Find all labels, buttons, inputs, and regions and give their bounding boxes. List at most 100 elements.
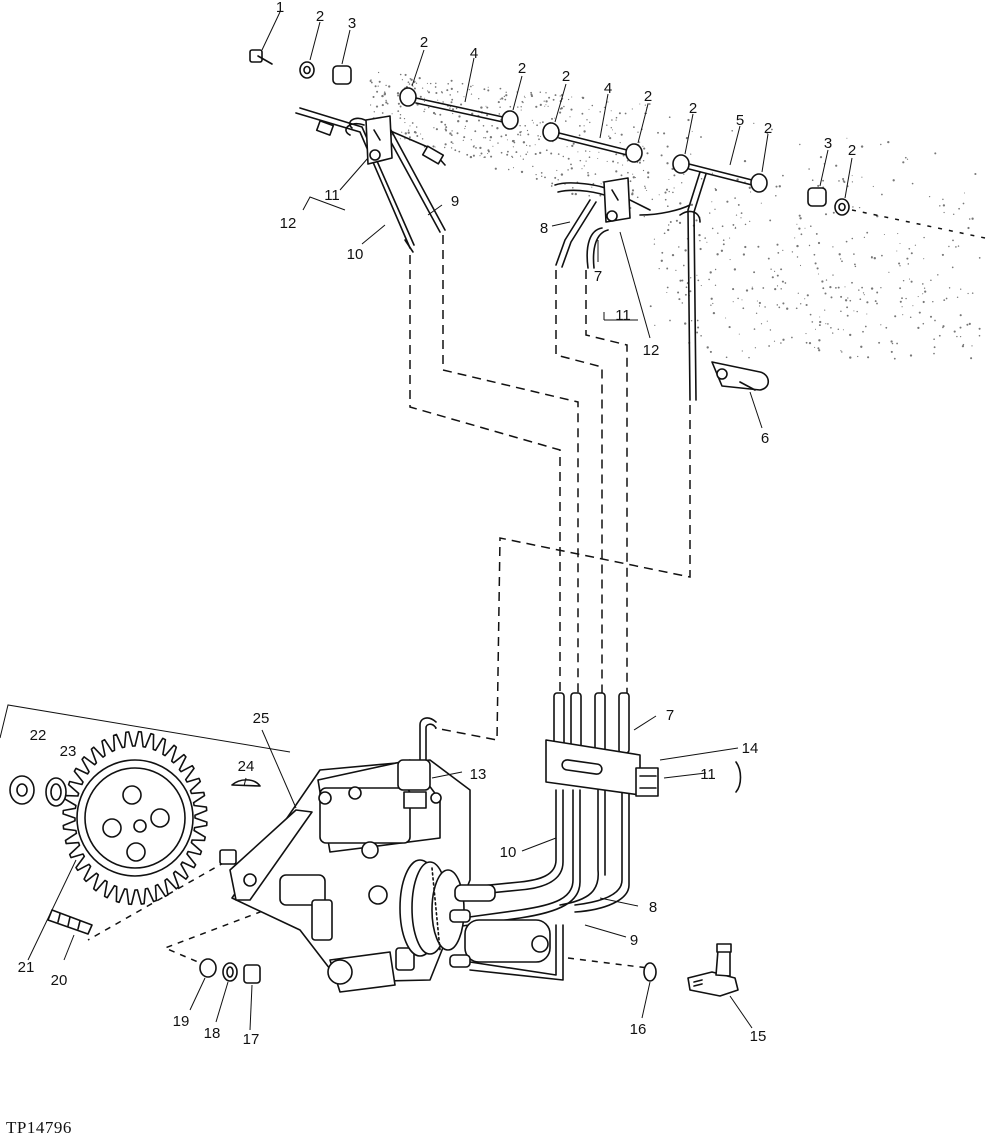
stipple-dot — [505, 94, 508, 97]
stipple-dot — [859, 298, 862, 301]
stipple-dot — [729, 237, 731, 239]
stipple-dot — [945, 297, 948, 300]
stipple-dot — [797, 292, 799, 294]
stipple-dot — [620, 174, 623, 177]
stipple-dot — [643, 147, 646, 150]
stipple-dot — [896, 250, 898, 252]
stipple-dot — [810, 225, 812, 227]
stipple-dot — [740, 212, 743, 214]
stipple-dot — [544, 176, 546, 179]
stipple-dot — [591, 186, 593, 188]
rod-4-middle — [542, 122, 643, 163]
stipple-dot — [967, 226, 970, 230]
stipple-dot — [479, 155, 481, 157]
stipple-dot — [863, 236, 866, 239]
stipple-dot — [899, 287, 902, 290]
stipple-dot — [581, 96, 585, 100]
stipple-dot — [894, 315, 897, 318]
stipple-dot — [447, 82, 450, 85]
stipple-dot — [902, 161, 905, 164]
stipple-dot — [753, 122, 755, 124]
stipple-dot — [501, 97, 504, 100]
stipple-dot — [714, 268, 717, 271]
stipple-dot — [697, 279, 700, 282]
callout-9: 9 — [630, 932, 638, 949]
stipple-dot — [451, 108, 455, 111]
stipple-dot — [479, 146, 482, 150]
stipple-dot — [556, 169, 558, 172]
stipple-dot — [714, 284, 717, 286]
stipple-dot — [909, 354, 913, 357]
nut-17 — [243, 964, 261, 984]
stipple-dot — [487, 150, 490, 153]
stipple-dot — [559, 108, 562, 110]
stipple-dot — [472, 84, 474, 86]
stipple-dot — [491, 124, 493, 127]
stipple-dot — [522, 141, 526, 144]
stipple-dot — [490, 155, 493, 158]
stipple-dot — [559, 95, 561, 97]
stipple-dot — [534, 152, 537, 156]
stipple-dot — [583, 165, 585, 167]
stipple-dot — [750, 191, 752, 193]
stipple-dot — [544, 105, 546, 107]
stipple-dot — [780, 288, 782, 290]
stipple-dot — [881, 193, 883, 196]
callout-12: 12 — [643, 342, 660, 359]
stipple-dot — [450, 141, 453, 144]
stipple-dot — [452, 142, 454, 145]
stipple-dot — [432, 111, 436, 115]
clip-6 — [711, 361, 770, 391]
stipple-dot — [874, 300, 877, 303]
stipple-dot — [749, 220, 751, 223]
pump-gear-21 — [62, 730, 208, 906]
stipple-dot — [837, 328, 840, 331]
stipple-dot — [550, 152, 553, 155]
pump-bracket-outline — [0, 704, 291, 753]
stipple-dot — [571, 192, 574, 196]
callout-1: 1 — [276, 0, 284, 16]
stipple-dot — [933, 346, 936, 349]
stipple-dot — [617, 162, 619, 164]
stipple-dot — [440, 120, 443, 124]
stipple-dot — [892, 179, 895, 182]
stipple-dot — [615, 116, 618, 119]
stipple-dot — [814, 328, 817, 330]
stipple-dot — [737, 203, 740, 206]
stipple-dot — [629, 180, 632, 183]
stipple-dot — [766, 132, 769, 134]
callout-18: 18 — [204, 1025, 221, 1042]
stipple-dot — [633, 126, 635, 128]
stipple-dot — [646, 189, 648, 192]
stipple-dot — [658, 267, 660, 270]
stipple-dot — [854, 265, 857, 268]
stipple-dot — [732, 288, 735, 291]
stipple-dot — [780, 268, 783, 271]
stipple-dot — [816, 267, 819, 270]
stipple-dot — [399, 105, 402, 108]
stipple-dot — [924, 290, 927, 293]
stipple-dot — [897, 233, 899, 235]
stipple-dot — [800, 233, 803, 236]
stipple-dot — [726, 200, 729, 203]
stipple-dot — [956, 296, 959, 299]
stipple-dot — [690, 277, 692, 279]
callout-14: 14 — [742, 740, 759, 757]
stipple-dot — [611, 119, 613, 121]
stipple-dot — [551, 182, 554, 185]
stipple-dot — [904, 156, 907, 159]
stipple-dot — [782, 249, 784, 252]
stipple-dot — [632, 173, 634, 175]
stipple-dot — [780, 342, 782, 344]
stipple-dot — [572, 187, 574, 189]
stipple-dot — [818, 349, 821, 352]
stipple-dot — [966, 323, 969, 326]
stipple-dot — [709, 212, 711, 214]
stipple-dot — [614, 132, 616, 134]
stipple-dot — [473, 144, 475, 147]
stipple-dot — [407, 81, 410, 84]
stipple-dot — [567, 157, 570, 160]
clamp-11-right — [603, 177, 631, 223]
figure-code: TP14796 — [6, 1118, 72, 1137]
spacer-3-right — [807, 187, 827, 207]
